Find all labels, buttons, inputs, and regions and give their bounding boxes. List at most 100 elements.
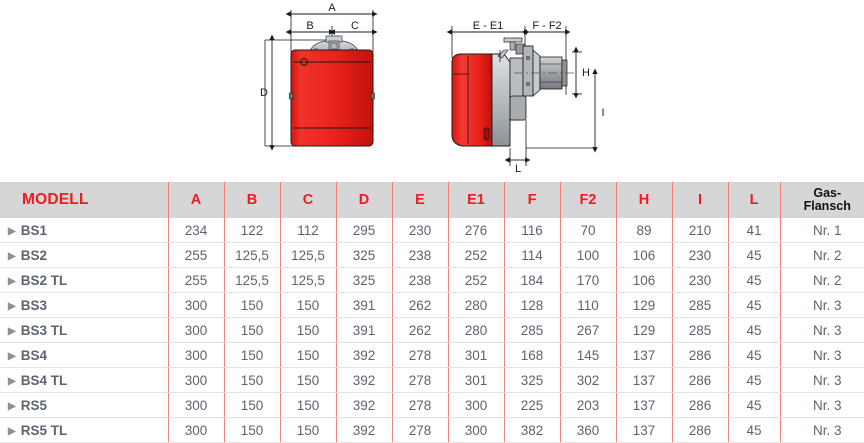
cell-gas-flansch: Nr. 2	[780, 243, 864, 268]
dimension-C: C	[335, 20, 373, 32]
triangle-right-icon: ▶	[8, 276, 16, 287]
column-header-b[interactable]: B	[224, 182, 280, 218]
cell-h: 129	[616, 293, 672, 318]
cell-d: 391	[336, 293, 392, 318]
triangle-right-icon: ▶	[8, 401, 16, 412]
cell-i: 230	[672, 243, 728, 268]
dimension-label-D: D	[260, 87, 268, 99]
column-header-e[interactable]: E	[392, 182, 448, 218]
cell-e1: 252	[448, 243, 504, 268]
cell-a: 234	[168, 218, 224, 243]
cell-c: 125,5	[280, 268, 336, 293]
cell-f2: 100	[560, 243, 616, 268]
cell-f: 184	[504, 268, 560, 293]
cell-h: 137	[616, 393, 672, 418]
cell-model[interactable]: ▶ BS4	[0, 343, 168, 368]
cell-gas-flansch: Nr. 3	[780, 343, 864, 368]
cell-model[interactable]: ▶ BS2 TL	[0, 268, 168, 293]
triangle-right-icon: ▶	[8, 351, 16, 362]
column-header-l[interactable]: L	[728, 182, 780, 218]
cell-e: 278	[392, 393, 448, 418]
column-header-modell[interactable]: MODELL	[0, 182, 168, 218]
column-header-a[interactable]: A	[168, 182, 224, 218]
cell-b: 125,5	[224, 243, 280, 268]
cell-b: 150	[224, 393, 280, 418]
cell-h: 137	[616, 418, 672, 443]
cell-l: 45	[728, 418, 780, 443]
triangle-right-icon: ▶	[8, 326, 16, 337]
triangle-right-icon: ▶	[8, 376, 16, 387]
cell-d: 392	[336, 343, 392, 368]
cell-c: 125,5	[280, 243, 336, 268]
cell-model[interactable]: ▶BS2	[0, 243, 168, 268]
table-header-row: MODELL A B C D E E1 F F2 H I L Gas- Flan…	[0, 182, 864, 218]
column-header-i[interactable]: I	[672, 182, 728, 218]
cell-f2: 267	[560, 318, 616, 343]
column-header-e1[interactable]: E1	[448, 182, 504, 218]
cell-e1: 252	[448, 268, 504, 293]
dimension-F-F2: F - F2	[527, 20, 566, 32]
cell-c: 150	[280, 418, 336, 443]
table-header: MODELL A B C D E E1 F F2 H I L Gas- Flan…	[0, 182, 864, 218]
cell-model[interactable]: ▶ RS5 TL	[0, 418, 168, 443]
cell-model[interactable]: ▶RS5	[0, 393, 168, 418]
model-label: BS2 TL	[21, 273, 68, 288]
cell-e: 278	[392, 343, 448, 368]
triangle-right-icon: ▶	[8, 426, 16, 437]
cell-f2: 70	[560, 218, 616, 243]
cell-i: 285	[672, 293, 728, 318]
model-label: BS3 TL	[21, 323, 68, 338]
column-header-gas-flansch[interactable]: Gas- Flansch	[780, 182, 864, 218]
column-header-d[interactable]: D	[336, 182, 392, 218]
cell-f2: 360	[560, 418, 616, 443]
column-header-f[interactable]: F	[504, 182, 560, 218]
cell-h: 106	[616, 268, 672, 293]
cell-e1: 280	[448, 318, 504, 343]
model-label: BS2	[21, 248, 47, 263]
cell-e: 262	[392, 293, 448, 318]
cell-b: 125,5	[224, 268, 280, 293]
cell-a: 300	[168, 293, 224, 318]
cell-model[interactable]: ▶BS1	[0, 218, 168, 243]
cell-f2: 170	[560, 268, 616, 293]
cell-a: 300	[168, 418, 224, 443]
burner-side-view-diagram: E - E1 F - F2 H I L	[430, 0, 630, 180]
dimension-A: A	[291, 2, 373, 14]
column-header-f2[interactable]: F2	[560, 182, 616, 218]
cell-l: 45	[728, 368, 780, 393]
cell-c: 150	[280, 343, 336, 368]
cell-f2: 110	[560, 293, 616, 318]
column-header-c[interactable]: C	[280, 182, 336, 218]
dimension-label-B: B	[306, 20, 313, 32]
cell-e1: 301	[448, 343, 504, 368]
cell-i: 286	[672, 393, 728, 418]
cell-d: 392	[336, 393, 392, 418]
cell-model[interactable]: ▶BS3	[0, 293, 168, 318]
cell-i: 210	[672, 218, 728, 243]
model-label: BS4	[21, 348, 47, 363]
cell-model[interactable]: ▶ BS3 TL	[0, 318, 168, 343]
cell-model[interactable]: ▶BS4 TL	[0, 368, 168, 393]
model-label: RS5 TL	[21, 423, 68, 438]
cell-e: 230	[392, 218, 448, 243]
cell-h: 129	[616, 318, 672, 343]
dimension-label-H: H	[582, 67, 590, 79]
cell-i: 230	[672, 268, 728, 293]
cell-f: 128	[504, 293, 560, 318]
cell-f: 114	[504, 243, 560, 268]
cell-i: 285	[672, 318, 728, 343]
column-header-h[interactable]: H	[616, 182, 672, 218]
cell-l: 45	[728, 393, 780, 418]
spec-table-container: MODELL A B C D E E1 F F2 H I L Gas- Flan…	[0, 182, 864, 443]
cell-gas-flansch: Nr. 3	[780, 368, 864, 393]
dimension-label-A: A	[328, 2, 336, 14]
